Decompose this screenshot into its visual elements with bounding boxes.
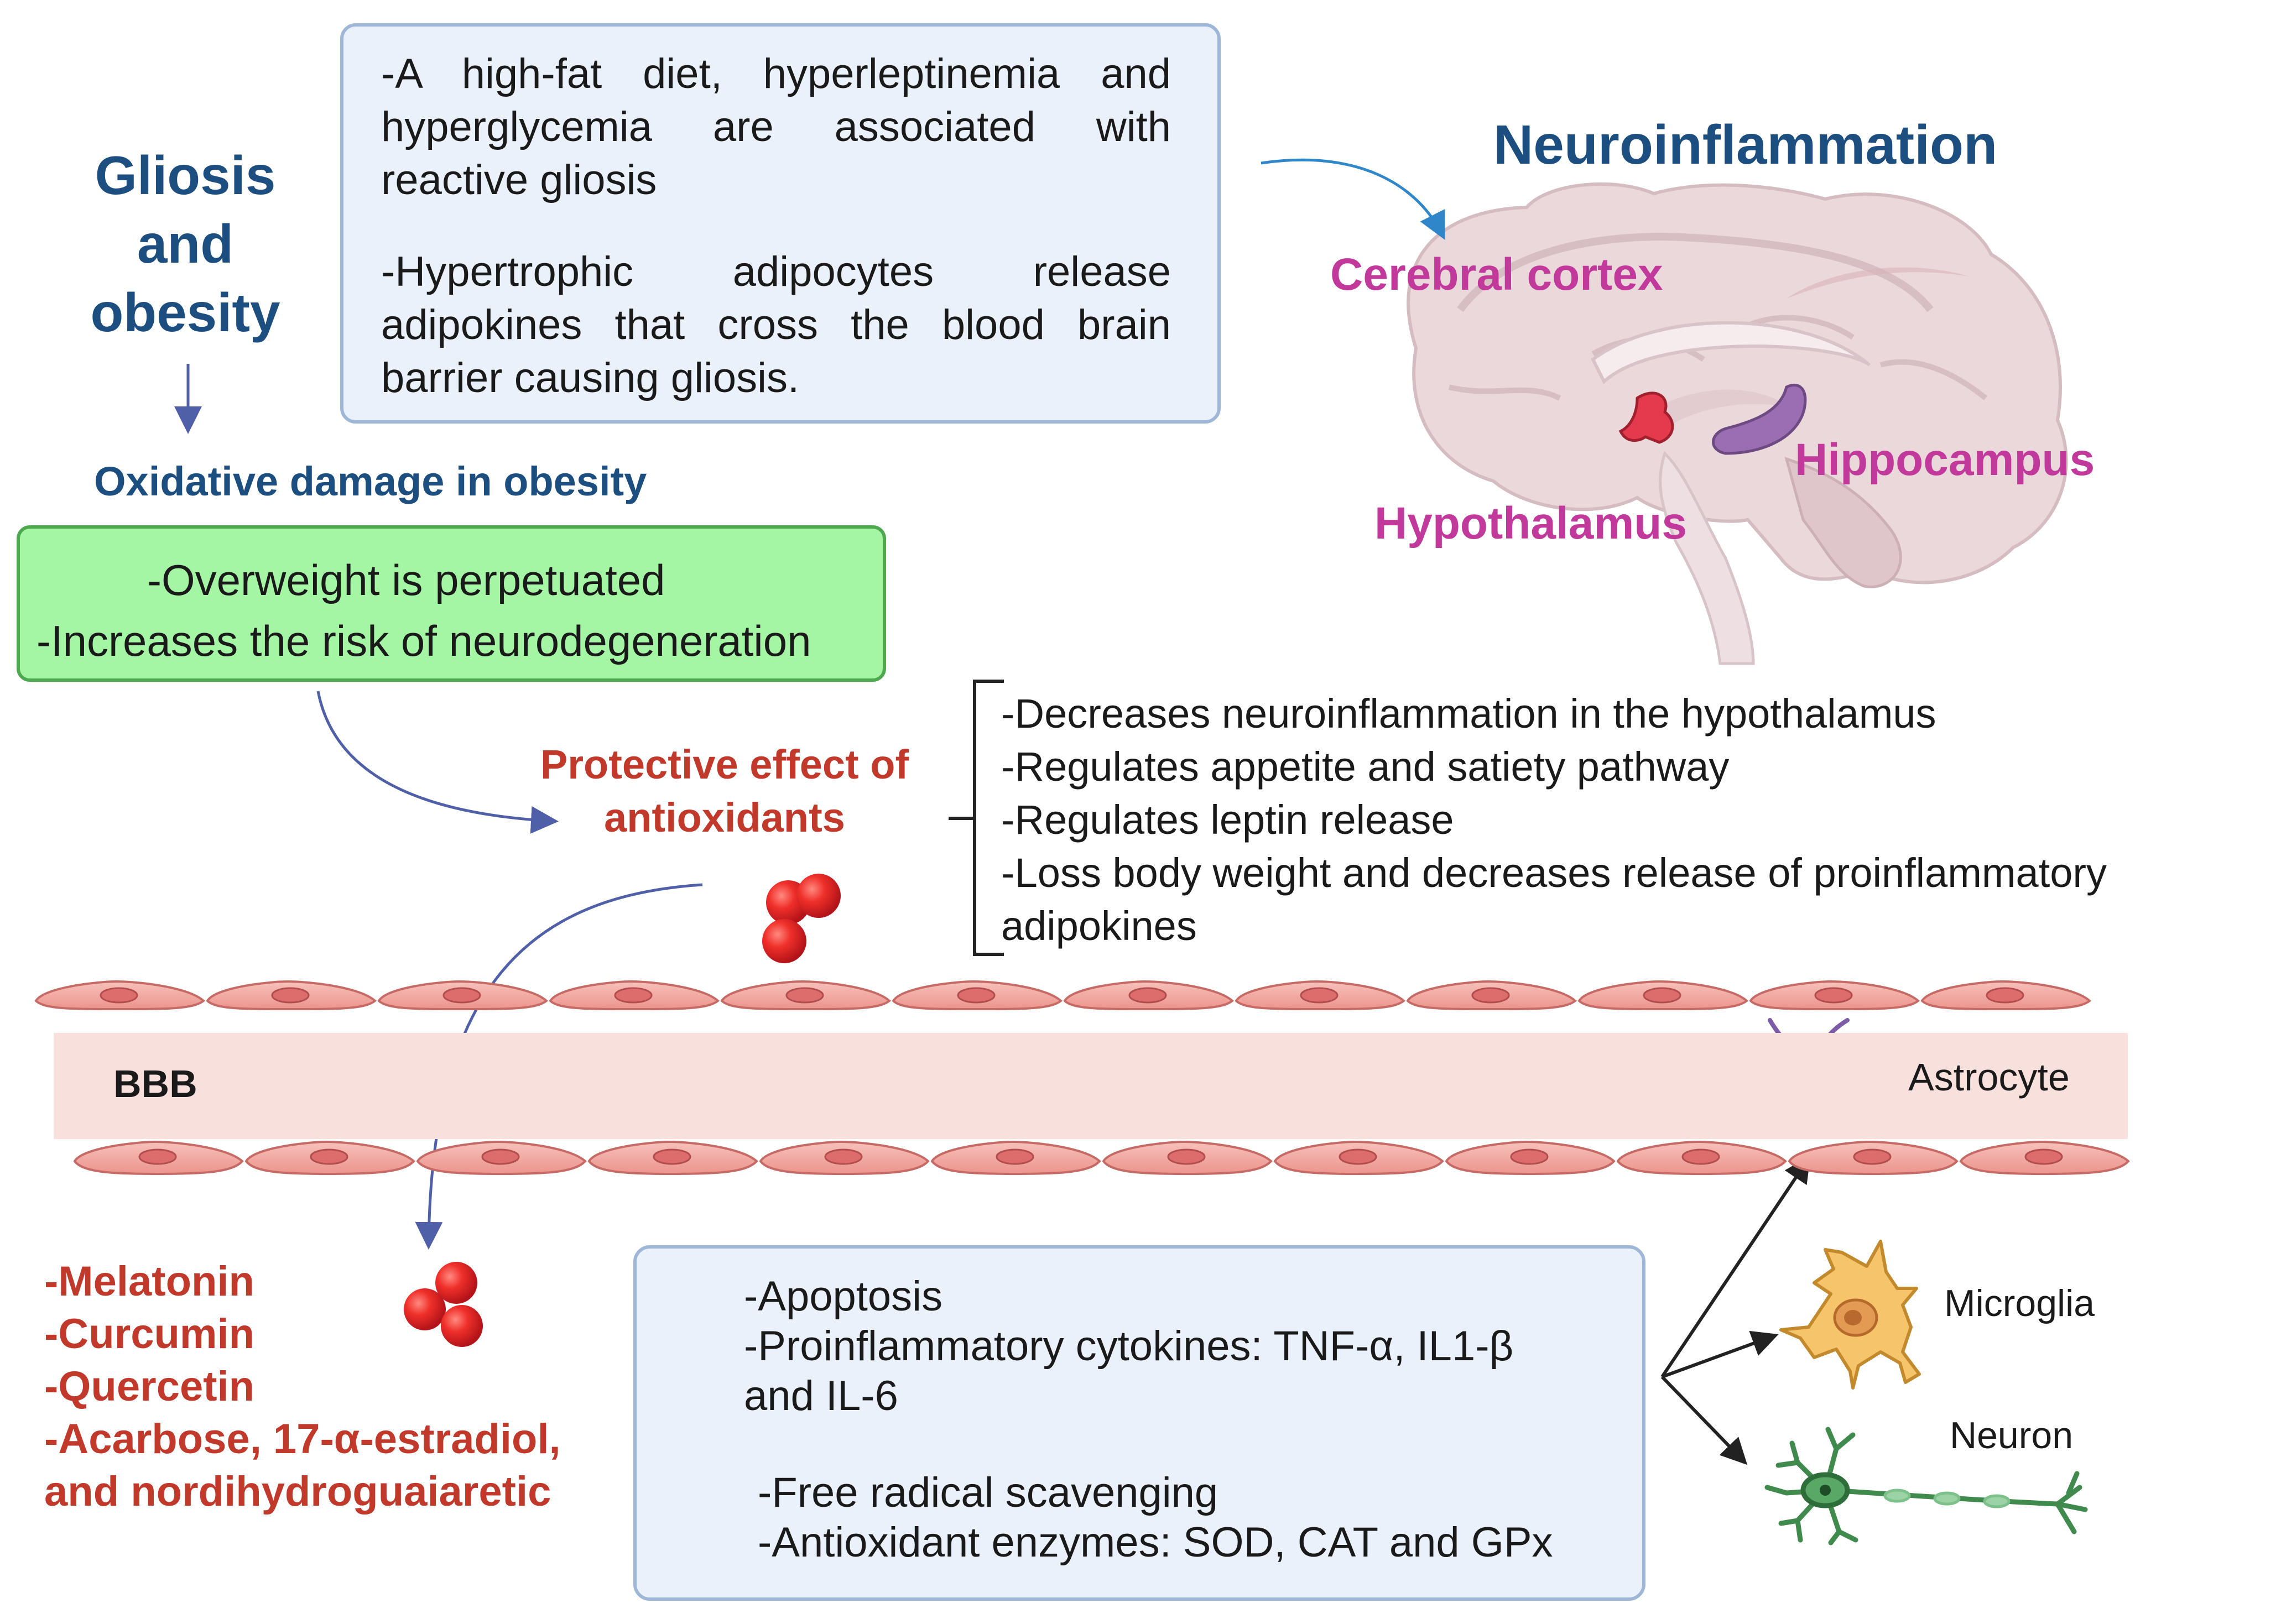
neuron-icon: [1764, 1427, 2088, 1545]
protective-effect-item: -Regulates appetite and satiety pathway: [1001, 744, 1730, 790]
increased-item: -Free radical scavenging: [758, 1469, 1218, 1516]
gliosis-info-box: -A high-fat diet, hyperleptinemia and hy…: [340, 23, 1221, 424]
protective-effect-item: -Loss body weight and decreases release …: [1001, 850, 2107, 896]
increased-list: -Free radical scavenging -Antioxidant en…: [758, 1468, 1553, 1568]
arrow-to-compounds: [415, 883, 703, 1250]
cerebral-cortex-label: Cerebral cortex: [1330, 249, 1663, 300]
protective-title-line: Protective effect of: [540, 741, 909, 787]
brain-illustration: [1407, 182, 2068, 665]
protective-effect-item: adipokines: [1001, 903, 1197, 949]
antioxidant-spheres-bottom: [404, 1262, 483, 1347]
mechanisms-box: [633, 1245, 1645, 1601]
protective-effects-list: -Decreases neuroinflammation in the hypo…: [1001, 687, 2107, 953]
oxidative-damage-title: Oxidative damage in obesity: [94, 458, 647, 504]
gliosis-title-line: obesity: [90, 282, 280, 343]
hypothalamus-label: Hypothalamus: [1374, 498, 1687, 549]
protective-title-line: antioxidants: [604, 795, 845, 840]
arrow-to-protective: [316, 691, 559, 834]
decreased-item: -Apoptosis: [744, 1273, 943, 1320]
arrow-to-neuron: [1660, 1375, 1748, 1465]
antioxidant-compounds-list: -Melatonin -Curcumin -Quercetin -Acarbos…: [44, 1255, 561, 1518]
compound-item: -Acarbose, 17-α-estradiol,: [44, 1416, 561, 1463]
compound-item: -Quercetin: [44, 1363, 255, 1410]
protective-effect-item: -Decreases neuroinflammation in the hypo…: [1001, 691, 1936, 737]
compound-item: and nordihydroguaiaretic: [44, 1468, 551, 1515]
compound-item: -Melatonin: [44, 1258, 254, 1305]
arrow-to-microglia: [1661, 1330, 1779, 1378]
protective-effect-title: Protective effect of antioxidants: [498, 738, 951, 844]
blood-brain-barrier-band: [54, 1033, 2128, 1139]
increased-item: -Antioxidant enzymes: SOD, CAT and GPx: [758, 1519, 1553, 1566]
neuroinflammation-title: Neuroinflammation: [1493, 114, 1998, 176]
effects-bracket: [949, 680, 1004, 956]
arrow-to-astrocyte: [1660, 1156, 1811, 1378]
oxidative-effect-item: -Increases the risk of neurodegeneration: [37, 617, 811, 665]
endothelial-row-top: [34, 980, 2092, 1010]
microglia-icon: [1779, 1240, 1921, 1390]
compound-item: -Curcumin: [44, 1310, 254, 1357]
oxidative-effects-box: -Overweight is perpetuated -Increases th…: [17, 525, 886, 682]
bbb-label: BBB: [113, 1062, 197, 1105]
decreased-list: -Apoptosis -Proinflammatory cytokines: T…: [744, 1272, 1513, 1421]
gliosis-title-line: Gliosis: [95, 145, 276, 206]
gliosis-title-line: and: [137, 213, 234, 274]
gliosis-paragraph: -A high-fat diet, hyperleptinemia and hy…: [381, 50, 1171, 203]
hippocampus-label: Hippocampus: [1795, 435, 2095, 485]
gliosis-paragraph: -Hypertrophic adipocytes release adipoki…: [381, 248, 1171, 401]
astrocyte-label: Astrocyte: [1908, 1056, 2070, 1099]
neuron-label: Neuron: [1950, 1414, 2074, 1456]
gliosis-title: Gliosis and obesity: [58, 141, 313, 347]
oxidative-effect-item: -Overweight is perpetuated: [147, 556, 665, 604]
arrow-to-brain: [1261, 158, 1445, 240]
antioxidant-spheres-top: [762, 874, 841, 963]
microglia-label: Microglia: [1944, 1282, 2095, 1324]
decreased-item: -Proinflammatory cytokines: TNF-α, IL1-β: [744, 1323, 1514, 1370]
endothelial-row-bottom: [73, 1140, 2130, 1176]
protective-effect-item: -Regulates leptin release: [1001, 797, 1454, 843]
decreased-item: and IL-6: [744, 1372, 898, 1419]
